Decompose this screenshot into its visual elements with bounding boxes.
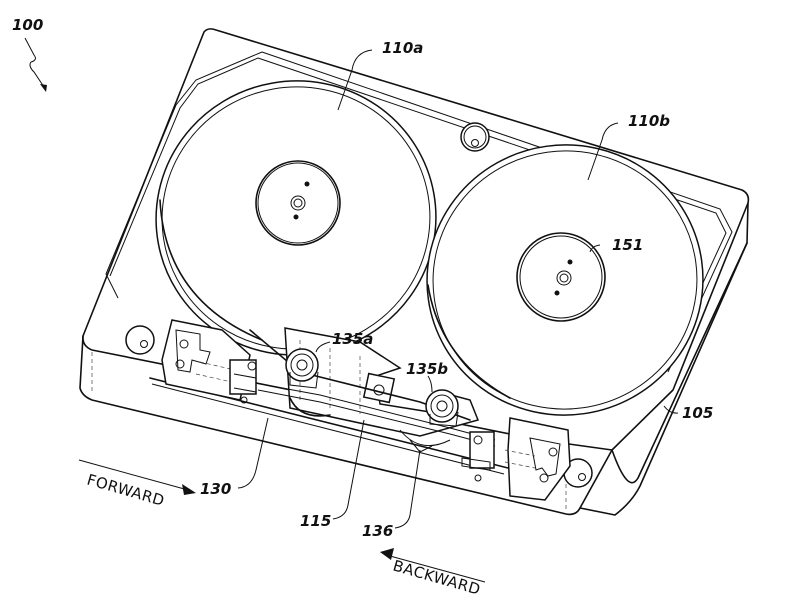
mounting-boss-top (460, 122, 490, 152)
label-135b: 135b (406, 360, 448, 378)
label-130: 130 (200, 480, 231, 498)
roller-135b (425, 389, 459, 427)
label-151: 151 (612, 236, 643, 254)
reel-110a-hub (255, 160, 341, 246)
tape-path-region (149, 327, 509, 475)
mounting-boss-right (563, 458, 593, 488)
leader-lines (24, 37, 679, 529)
roller-135a (285, 348, 319, 389)
label-100: 100 (12, 16, 43, 34)
label-136: 136 (362, 522, 393, 540)
label-110a: 110a (382, 39, 423, 57)
direction-backward: BACKWARD (391, 557, 483, 599)
head-assembly-right (461, 417, 571, 501)
label-110b: 110b (628, 112, 670, 130)
label-115: 115 (300, 512, 331, 530)
direction-forward: FORWARD (85, 471, 167, 510)
mounting-boss-left (125, 325, 155, 355)
reel-110b (426, 144, 704, 416)
head-assembly-left (161, 319, 257, 404)
label-135a: 135a (332, 330, 373, 348)
forward-arrow (78, 459, 196, 495)
reel-110a (155, 80, 437, 356)
hub-151 (516, 232, 606, 322)
label-105: 105 (682, 404, 713, 422)
backward-arrow (380, 548, 486, 583)
